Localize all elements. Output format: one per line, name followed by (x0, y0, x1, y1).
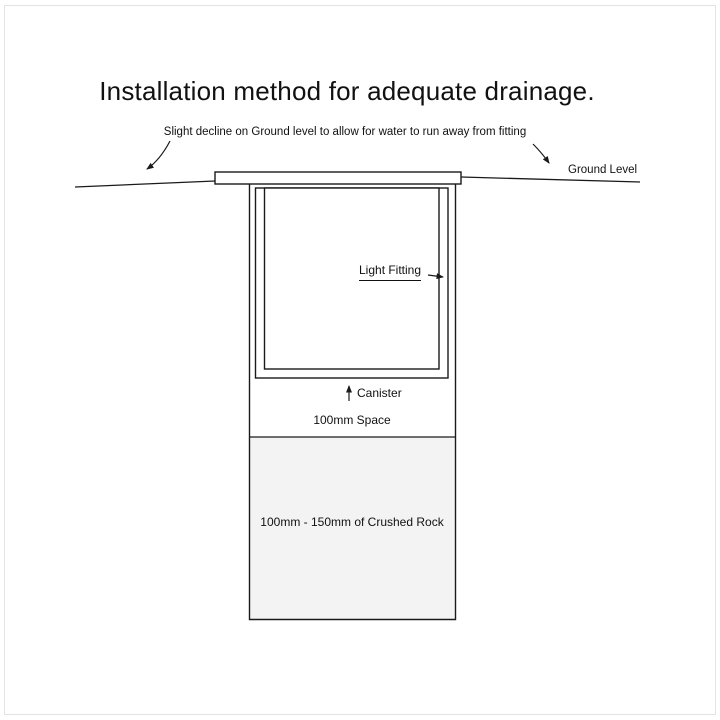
decline-arrow-left (146, 140, 171, 170)
decline-arrow-right (532, 143, 550, 164)
canister-outline (248, 184, 457, 621)
crushed-rock-fill (249, 437, 455, 620)
space-label: 100mm Space (313, 413, 391, 427)
light-fitting-label: Light Fitting (359, 263, 422, 281)
ground-level-label: Ground Level (568, 164, 638, 176)
light-fitting-inner (263, 187, 440, 370)
ground-line-right (460, 176, 641, 183)
light-fitting-arrow (427, 273, 444, 280)
fitting-flange (214, 171, 462, 185)
canister-label: Canister (357, 386, 402, 400)
ground-line-left (74, 180, 216, 188)
diagram-title: Installation method for adequate drainag… (99, 76, 595, 106)
decline-annotation: Slight decline on Ground level to allow … (163, 126, 527, 138)
crushed-rock-label: 100mm - 150mm of Crushed Rock (260, 515, 444, 529)
